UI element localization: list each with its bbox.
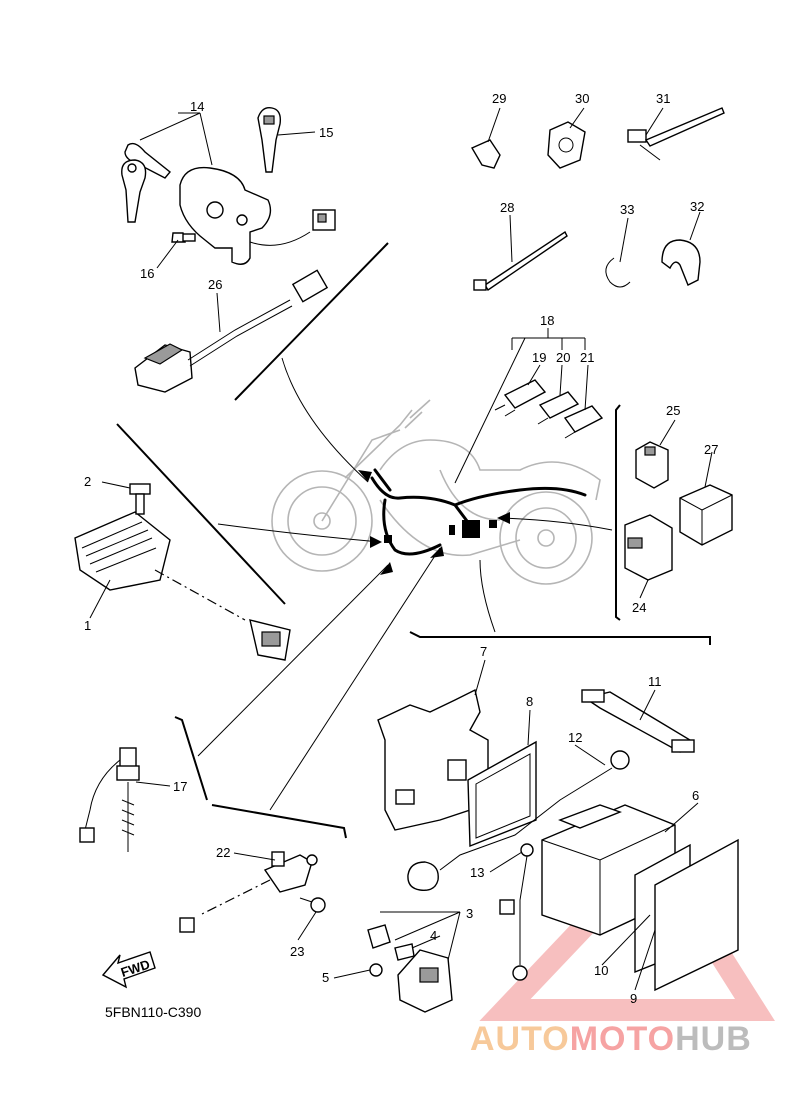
callout-30: 30	[575, 91, 589, 106]
watermark-text-hub: HUB	[675, 1020, 752, 1058]
part-28-cable-tie	[473, 230, 568, 291]
part-31-cable-tie	[627, 107, 725, 161]
callout-7: 7	[480, 644, 487, 659]
fwd-label: FWD	[119, 957, 152, 980]
callout-32: 32	[690, 199, 704, 214]
callout-3: 3	[466, 906, 473, 921]
callout-1: 1	[84, 618, 91, 633]
callout-26: 26	[208, 277, 222, 292]
callout-25: 25	[666, 403, 680, 418]
part-29-clamp	[470, 139, 501, 169]
callout-12: 12	[568, 730, 582, 745]
callout-4: 4	[430, 928, 437, 943]
part-32-clamp	[661, 239, 701, 286]
callout-31: 31	[656, 91, 670, 106]
callout-24: 24	[632, 600, 646, 615]
motorcycle-outline	[271, 399, 601, 585]
callout-6: 6	[692, 788, 699, 803]
part-9-pad	[654, 838, 739, 992]
diagram-code: 5FBN110-C390	[105, 1004, 201, 1020]
callout-28: 28	[500, 200, 514, 215]
callout-leaders	[89, 107, 713, 991]
callout-10: 10	[594, 963, 608, 978]
callout-11: 11	[648, 674, 662, 689]
part-33-clip	[605, 257, 631, 288]
part-1-rectifier-regulator	[74, 511, 291, 661]
callout-9: 9	[630, 991, 637, 1006]
callout-14: 14	[190, 99, 204, 114]
part-23-screw	[299, 897, 326, 913]
callout-8: 8	[526, 694, 533, 709]
part-8-pad	[467, 740, 537, 848]
part-18-fuse-set	[494, 337, 604, 439]
part-15-key	[257, 107, 282, 173]
part-30-clamp	[547, 121, 586, 169]
callout-15: 15	[319, 125, 333, 140]
part-17-switch	[79, 747, 140, 852]
callout-17: 17	[173, 779, 187, 794]
callout-21: 21	[580, 350, 594, 365]
callout-19: 19	[532, 350, 546, 365]
callout-2: 2	[84, 474, 91, 489]
callout-numbers: 1 2 3 4 5 6 7 8 9 10 11 12 13 14 15 16 1…	[84, 91, 718, 1006]
callout-5: 5	[322, 970, 329, 985]
part-5-bolt	[369, 963, 383, 977]
part-12-battery-lead	[407, 750, 630, 891]
part-11-battery-band	[581, 689, 695, 753]
leader-lines	[116, 242, 711, 839]
part-2-bolt	[129, 483, 151, 515]
main-wire-harness	[370, 468, 587, 556]
part-3-relay	[367, 924, 453, 1013]
part-7-battery-box	[377, 688, 489, 831]
part-22-switch	[179, 851, 318, 933]
part-25-relay	[635, 441, 669, 489]
part-26-wire-lead	[134, 269, 329, 393]
callout-27: 27	[704, 442, 718, 457]
callout-22: 22	[216, 845, 230, 860]
part-14-main-switch	[121, 142, 336, 265]
fwd-arrow-icon: FWD	[101, 951, 156, 989]
callout-33: 33	[620, 202, 634, 217]
callout-20: 20	[556, 350, 570, 365]
callout-16: 16	[140, 266, 154, 281]
callout-18: 18	[540, 313, 554, 328]
watermark-logo: AUTOMOTOHUB	[470, 1020, 752, 1059]
part-16-screw	[171, 232, 196, 243]
part-24-flasher-relay	[624, 514, 673, 581]
callout-13: 13	[470, 865, 484, 880]
part-13-battery-cable	[499, 843, 534, 981]
callout-23: 23	[290, 944, 304, 959]
watermark-text-auto: AUTO	[470, 1020, 570, 1058]
callout-29: 29	[492, 91, 506, 106]
part-27-relay	[679, 484, 733, 546]
part-4-clip	[394, 943, 415, 961]
watermark-text-moto: MOTO	[569, 1020, 676, 1058]
